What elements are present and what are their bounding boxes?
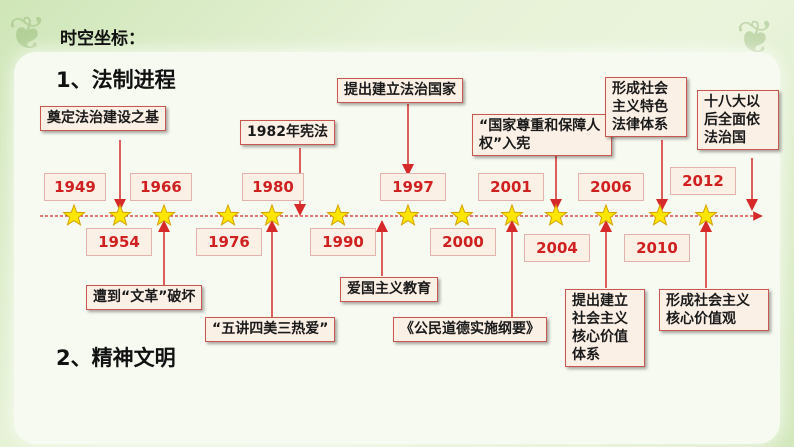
event-1994-box: 爱国主义教育 — [340, 277, 438, 302]
timeline-star-5 — [326, 203, 350, 227]
timeline-star-4 — [260, 203, 284, 227]
timeline-star-3 — [216, 203, 240, 227]
year-1949: 1949 — [44, 173, 106, 201]
year-2010: 2010 — [624, 234, 690, 262]
event-1966-box: 遭到“文革”破坏 — [86, 285, 203, 310]
event-2004-box: “国家尊重和保障人权”入宪 — [472, 114, 612, 156]
timeline-star-8 — [500, 203, 524, 227]
timeline-star-11 — [648, 203, 672, 227]
year-1954: 1954 — [86, 228, 152, 256]
year-1990: 1990 — [310, 228, 376, 256]
year-2004: 2004 — [524, 234, 590, 262]
event-1982-slogan-box: “五讲四美三热爱” — [205, 317, 336, 342]
timeline-star-1 — [108, 203, 132, 227]
year-1980: 1980 — [242, 173, 304, 201]
timeline-star-6 — [396, 203, 420, 227]
event-1982-constitution-box: 1982年宪法 — [240, 120, 335, 145]
header-label: 时空坐标： — [60, 29, 145, 49]
timeline-star-0 — [62, 203, 86, 227]
section-title-civilization: 2、精神文明 — [56, 346, 176, 370]
year-2000: 2000 — [430, 228, 496, 256]
year-1997: 1997 — [380, 173, 446, 201]
event-2011-box: 形成社会主义特色法律体系 — [605, 77, 687, 137]
event-2012-values-box: 形成社会主义核心价值观 — [659, 289, 769, 331]
section-title-law: 1、法制进程 — [56, 68, 176, 92]
year-1976: 1976 — [196, 228, 262, 256]
year-1966: 1966 — [130, 173, 192, 201]
year-2012: 2012 — [670, 167, 736, 195]
event-2012-box: 十八大以后全面依法治国 — [697, 90, 779, 150]
event-1949-box: 奠定法治建设之基 — [40, 106, 166, 131]
bamboo-decoration-left: ❦ — [8, 6, 47, 60]
timeline-star-2 — [152, 203, 176, 227]
event-2001-box: 《公民道德实施纲要》 — [393, 317, 547, 342]
timeline-star-7 — [450, 203, 474, 227]
year-2001: 2001 — [478, 173, 544, 201]
year-2006: 2006 — [578, 173, 644, 201]
event-2006-box: 提出建立社会主义核心价值体系 — [565, 289, 645, 367]
timeline-star-9 — [544, 203, 568, 227]
timeline-star-10 — [594, 203, 618, 227]
timeline-star-12 — [694, 203, 718, 227]
event-1997-box: 提出建立法治国家 — [337, 78, 463, 103]
